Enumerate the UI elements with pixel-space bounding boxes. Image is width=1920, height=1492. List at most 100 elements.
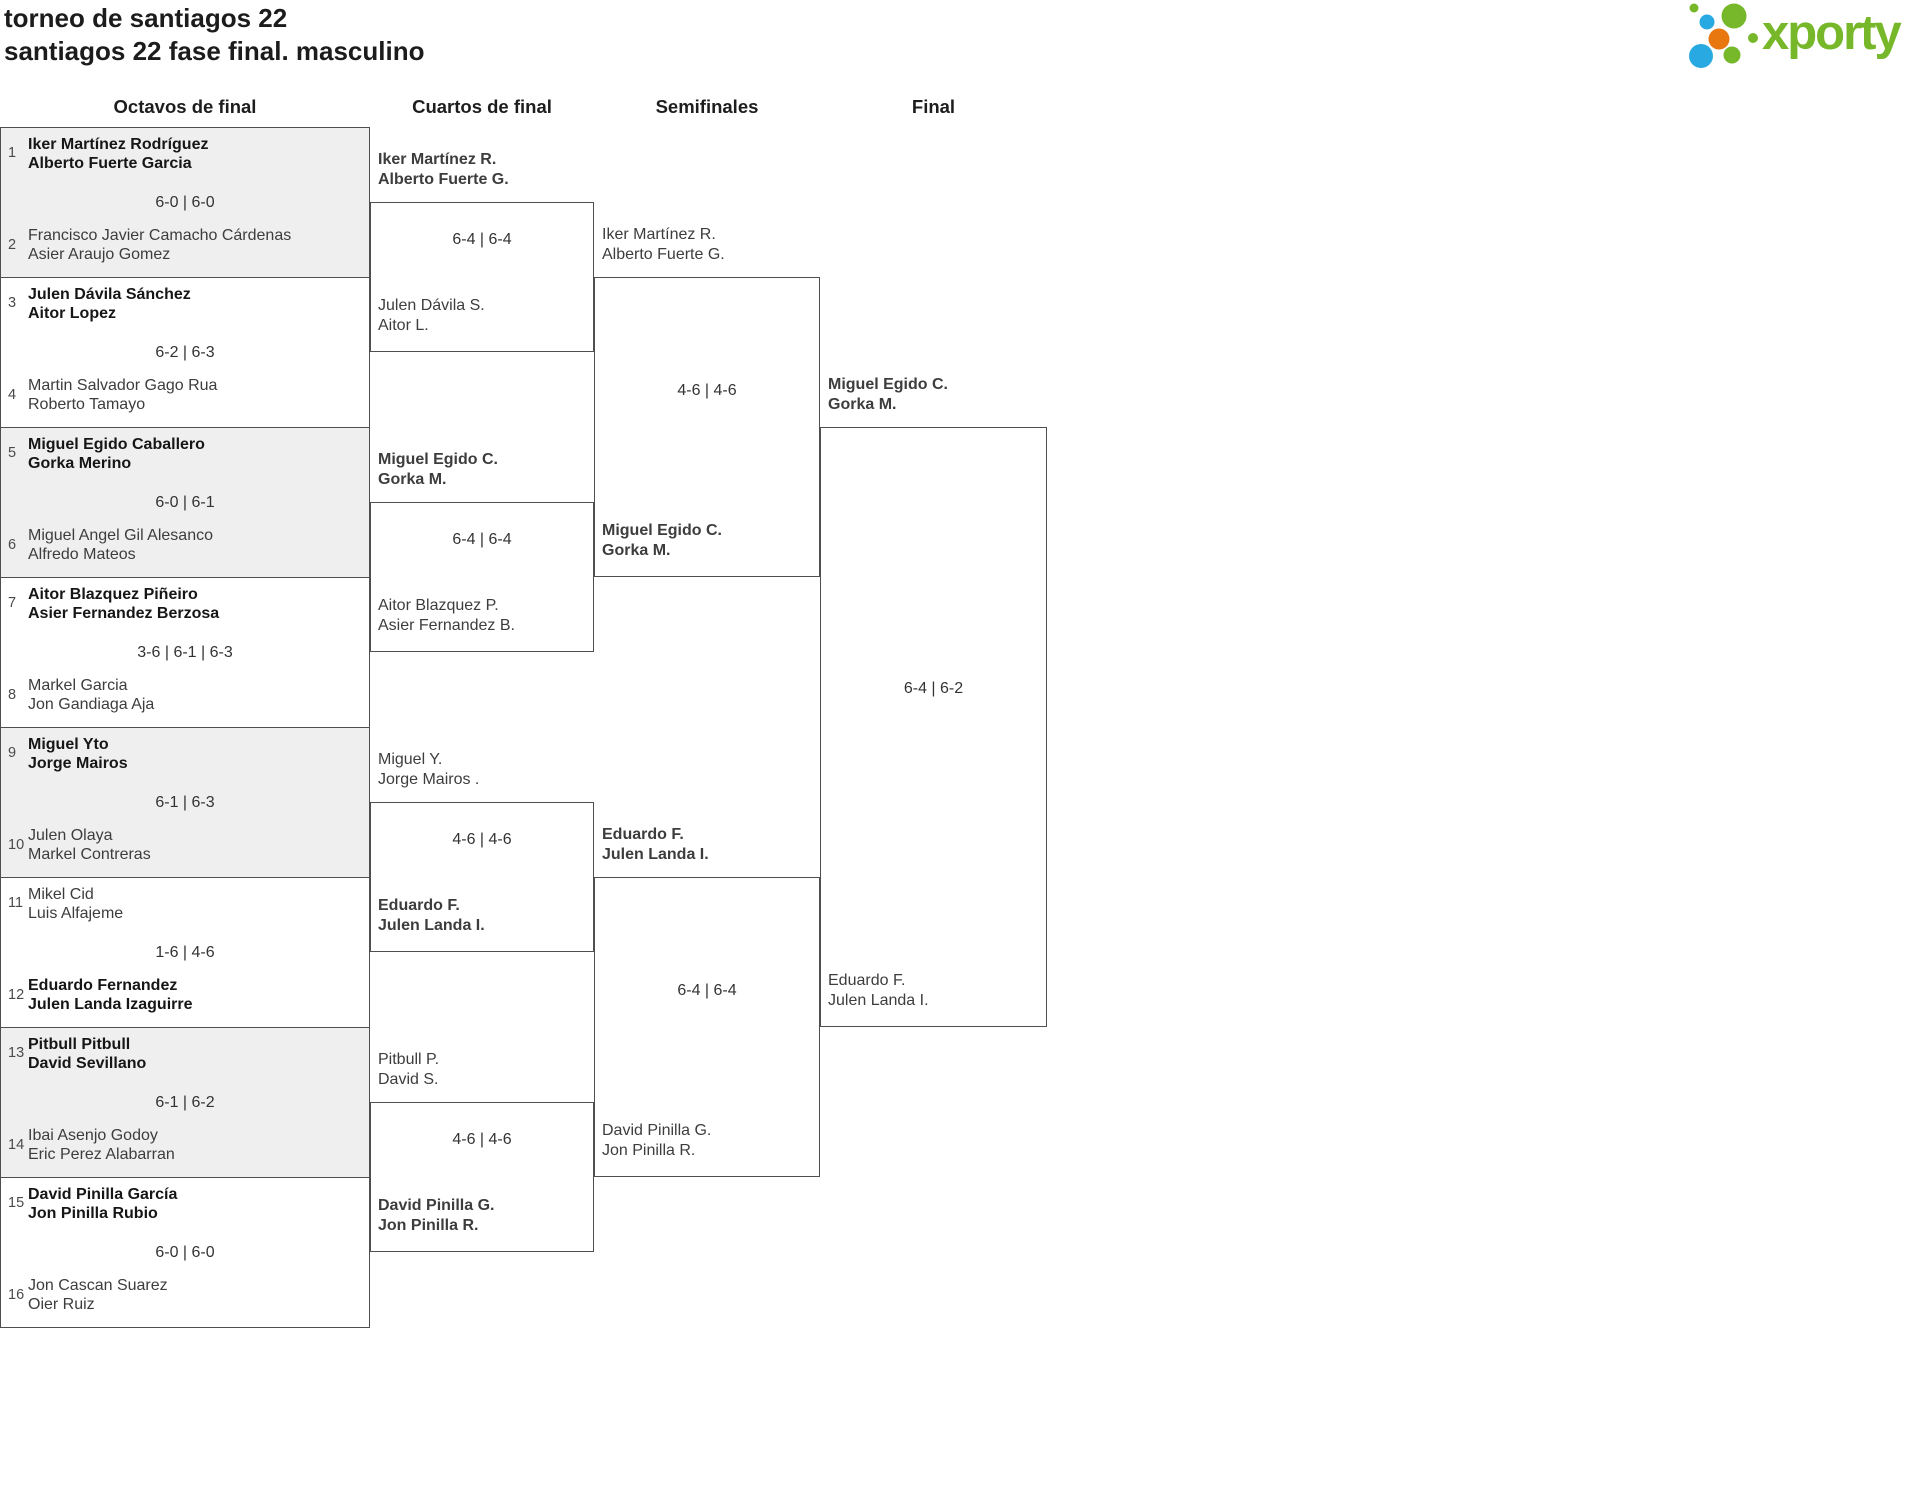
player-name: Gorka M. <box>378 471 447 488</box>
team-bottom: David Pinilla G. Jon Pinilla R. <box>602 1121 815 1161</box>
tournament-phase-subtitle: santiagos 22 fase final. masculino <box>4 36 425 66</box>
seed-number-bottom: 2 <box>8 237 17 253</box>
player-name: Eduardo F. <box>602 826 684 843</box>
player-name: Iker Martínez R. <box>378 151 497 168</box>
team-bottom: Martin Salvador Gago Rua Roberto Tamayo <box>28 376 361 414</box>
player-name: Eduardo Fernandez <box>28 977 178 994</box>
team-top: Miguel Egido C. Gorka M. <box>378 450 589 490</box>
match-score: 3-6 | 6-1 | 6-3 <box>137 643 233 661</box>
seed-number-bottom: 8 <box>8 687 17 703</box>
match-score: 6-0 | 6-0 <box>155 1243 215 1261</box>
match-score: 6-4 | 6-4 <box>677 982 737 999</box>
player-name: Miguel Egido C. <box>378 451 498 468</box>
team-top: Eduardo F. Julen Landa I. <box>602 825 815 865</box>
player-name: Pitbull P. <box>378 1051 440 1068</box>
player-name: Jorge Mairos <box>28 755 128 772</box>
match-score: 6-4 | 6-4 <box>452 531 512 548</box>
seed-number-bottom: 12 <box>8 987 25 1003</box>
seed-number-top: 11 <box>8 895 24 911</box>
player-name: Mikel Cid <box>28 886 94 903</box>
seed-number-top: 15 <box>8 1195 25 1211</box>
player-name: Oier Ruiz <box>28 1296 95 1313</box>
round-header-semifinales: Semifinales <box>655 96 759 117</box>
team-top: Aitor Blazquez Piñeiro Asier Fernandez B… <box>28 585 361 623</box>
player-name: Jon Cascan Suarez <box>28 1277 168 1294</box>
match-score: 6-1 | 6-3 <box>155 793 215 811</box>
match-score: 6-2 | 6-3 <box>155 343 215 361</box>
player-name: Jon Pinilla R. <box>602 1142 696 1159</box>
match-score: 6-4 | 6-2 <box>903 680 964 697</box>
team-top: Mikel Cid Luis Alfajeme <box>28 885 361 923</box>
seed-number-top: 9 <box>8 745 17 761</box>
match-score: 4-6 | 4-6 <box>677 382 737 399</box>
player-name: Alberto Fuerte Garcia <box>28 155 192 172</box>
player-name: Markel Contreras <box>28 846 151 863</box>
player-name: Gorka M. <box>602 542 671 559</box>
team-top: Iker Martínez R. Alberto Fuerte G. <box>378 150 589 190</box>
player-name: Gorka Merino <box>28 455 132 472</box>
team-bottom: Eduardo F. Julen Landa I. <box>828 971 1042 1011</box>
match-box-semifinales-1: Iker Martínez R. Alberto Fuerte G. 4-6 |… <box>594 226 820 577</box>
team-top: Miguel Yto Jorge Mairos <box>28 735 361 773</box>
team-bottom: Miguel Angel Gil Alesanco Alfredo Mateos <box>28 526 361 564</box>
round-header-cuartos: Cuartos de final <box>412 96 552 117</box>
match-score: 4-6 | 4-6 <box>452 831 512 848</box>
team-top: Miguel Egido Caballero Gorka Merino <box>28 435 361 473</box>
team-top: Miguel Egido C. Gorka M. <box>828 375 1042 415</box>
team-top: Miguel Y. Jorge Mairos . <box>378 750 589 790</box>
match-score: 6-0 | 6-1 <box>155 493 215 511</box>
player-name: Roberto Tamayo <box>28 396 146 413</box>
team-bottom: Aitor Blazquez P. Asier Fernandez B. <box>378 596 589 636</box>
player-name: Markel Garcia <box>28 677 128 694</box>
team-bottom: Jon Cascan Suarez Oier Ruiz <box>28 1276 361 1314</box>
team-bottom: Eduardo Fernandez Julen Landa Izaguirre <box>28 976 361 1014</box>
seed-number-top: 5 <box>8 445 17 461</box>
tournament-title: torneo de santiagos 22 <box>4 3 288 33</box>
match-box-octavos-2: 3 Julen Dávila Sánchez Aitor Lopez 6-2 |… <box>0 277 370 428</box>
match-box-octavos-5: 9 Miguel Yto Jorge Mairos 6-1 | 6-3 10 J… <box>0 727 370 878</box>
player-name: Julen Landa Izaguirre <box>28 996 193 1013</box>
team-bottom: Markel Garcia Jon Gandiaga Aja <box>28 676 361 714</box>
seed-number-top: 3 <box>8 295 17 311</box>
match-box-cuartos-2: Miguel Egido C. Gorka M. 6-4 | 6-4 Aitor… <box>370 451 594 652</box>
player-name: Julen Olaya <box>28 827 113 844</box>
match-score: 6-0 | 6-0 <box>155 193 215 211</box>
seed-number-top: 7 <box>8 595 17 611</box>
player-name: Aitor Blazquez Piñeiro <box>28 586 198 603</box>
match-box-octavos-1: 1 Iker Martínez Rodríguez Alberto Fuerte… <box>0 127 370 278</box>
player-name: Alberto Fuerte G. <box>602 246 725 263</box>
seed-number-top: 13 <box>8 1045 25 1061</box>
player-name: Julen Dávila S. <box>378 297 485 314</box>
round-header-final: Final <box>911 96 956 117</box>
seed-number-bottom: 6 <box>8 537 17 553</box>
team-top: Iker Martínez Rodríguez Alberto Fuerte G… <box>28 135 361 173</box>
player-name: Eduardo F. <box>828 972 906 989</box>
player-name: David Pinilla García <box>28 1186 178 1203</box>
match-box-octavos-6: 11 Mikel Cid Luis Alfajeme 1-6 | 4-6 12 … <box>0 877 370 1028</box>
player-name: Julen Landa I. <box>828 992 929 1009</box>
match-score: 6-1 | 6-2 <box>155 1093 215 1111</box>
match-score: 6-4 | 6-4 <box>452 231 512 248</box>
team-top: Pitbull Pitbull David Sevillano <box>28 1035 361 1073</box>
player-name: David Pinilla G. <box>602 1122 712 1139</box>
player-name: Gorka M. <box>828 396 897 413</box>
player-name: Iker Martínez R. <box>602 226 716 243</box>
xporty-logo-text: xporty <box>1762 6 1902 60</box>
player-name: Miguel Egido C. <box>828 376 948 393</box>
team-bottom: Julen Dávila S. Aitor L. <box>378 296 589 336</box>
xporty-logo[interactable]: xporty <box>1686 0 1916 82</box>
player-name: Miguel Egido Caballero <box>28 436 205 453</box>
player-name: Alfredo Mateos <box>28 546 136 563</box>
team-bottom: Eduardo F. Julen Landa I. <box>378 896 589 936</box>
seed-number-bottom: 4 <box>8 387 17 403</box>
page-title-block: torneo de santiagos 22 santiagos 22 fase… <box>4 2 424 68</box>
seed-number-bottom: 10 <box>8 837 25 853</box>
match-box-final-1: Miguel Egido C. Gorka M. 6-4 | 6-2 Eduar… <box>820 376 1047 1027</box>
player-name: David S. <box>378 1071 439 1088</box>
player-name: Jorge Mairos . <box>378 771 480 788</box>
player-name: Iker Martínez Rodríguez <box>28 136 209 153</box>
player-name: Julen Landa I. <box>602 846 709 863</box>
seed-number-bottom: 14 <box>8 1137 25 1153</box>
team-top: David Pinilla García Jon Pinilla Rubio <box>28 1185 361 1223</box>
player-name: Luis Alfajeme <box>28 905 124 922</box>
